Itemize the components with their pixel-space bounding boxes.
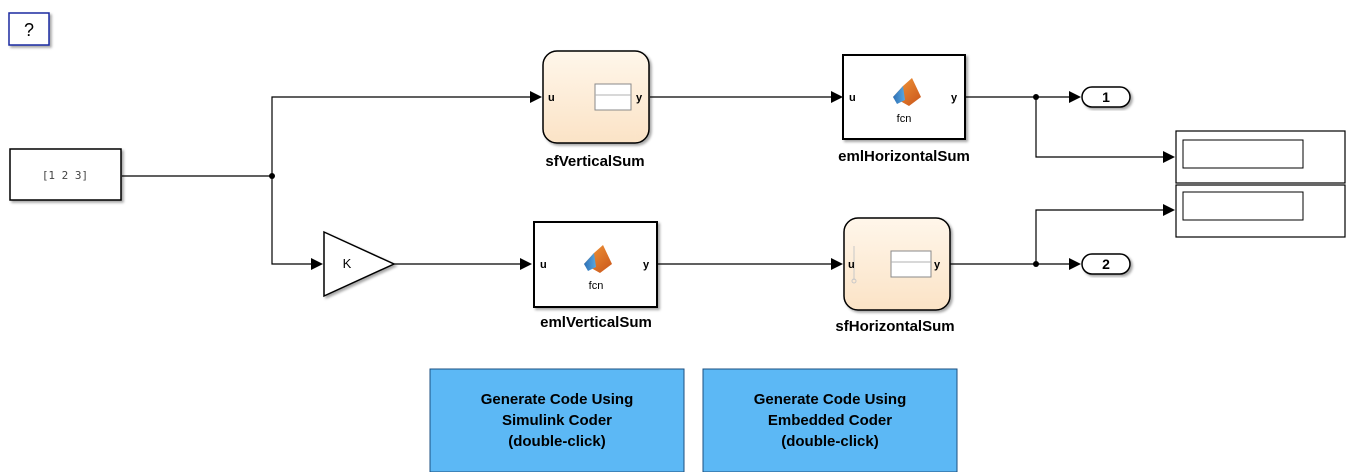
emlverticalsum-out-port: y [643,259,650,271]
display-block-2[interactable] [1175,184,1346,238]
signal-lines [122,96,1164,265]
arrowhead [1069,91,1081,103]
emlhorizontalsum-name: emlHorizontalSum [838,148,970,165]
arrowheads [311,91,1175,270]
simulink-coder-line1: Generate Code Using [481,391,634,408]
sfverticalsum-in-port: u [548,92,555,104]
emlverticalsum-block[interactable]: u y fcn [533,221,658,308]
outport-1[interactable]: 1 [1081,86,1131,108]
branch-point [269,173,275,179]
line-branch-to-sfverticalsum[interactable] [271,96,530,176]
emlverticalsum-in-port: u [540,259,547,271]
arrowhead [311,258,323,270]
sfverticalsum-block[interactable]: u y [542,50,650,144]
arrowhead [1069,258,1081,270]
sfhorizontalsum-out-port: y [934,259,941,271]
embedded-coder-line2: Embedded Coder [768,412,892,429]
embedded-coder-line3: (double-click) [781,433,879,450]
emlverticalsum-fcn-label: fcn [589,280,604,292]
sfverticalsum-name: sfVerticalSum [545,153,644,170]
arrowhead [831,91,843,103]
help-button[interactable]: ? [8,12,50,46]
branch-point [1033,261,1039,267]
embedded-coder-line1: Generate Code Using [754,391,907,408]
line-branch-to-gain[interactable] [271,176,312,265]
simulink-coder-line3: (double-click) [508,433,606,450]
sfverticalsum-out-port: y [636,92,643,104]
outport-2-number: 2 [1102,256,1110,272]
display-2-field [1182,191,1304,221]
branch-point [1033,94,1039,100]
sfhorizontalsum-in-port: u [848,259,855,271]
constant-block[interactable]: [1 2 3] [9,148,122,201]
constant-value: [1 2 3] [42,169,88,182]
display-1-field [1182,139,1304,169]
branch-points [269,94,1039,267]
outport-2[interactable]: 2 [1081,253,1131,275]
matlab-logo-icon [584,245,612,273]
emlhorizontalsum-block[interactable]: u y fcn [842,54,966,140]
generate-code-simulink-coder-button[interactable]: Generate Code Using Simulink Coder (doub… [429,368,685,472]
arrowhead [1163,151,1175,163]
simulink-coder-line2: Simulink Coder [502,412,612,429]
stateflow-chart-icon [594,83,632,111]
sfhorizontalsum-name: sfHorizontalSum [835,318,954,335]
arrowhead [831,258,843,270]
emlhorizontalsum-in-port: u [849,92,856,104]
arrowhead [520,258,532,270]
stateflow-chart-icon [851,246,932,284]
display-block-1[interactable] [1175,130,1346,184]
help-button-label: ? [24,20,34,40]
gain-block[interactable]: K [323,230,396,298]
matlab-logo-icon [893,78,921,106]
line-branch-to-display1[interactable] [1035,97,1164,158]
arrowhead [530,91,542,103]
emlverticalsum-name: emlVerticalSum [540,314,652,331]
emlhorizontalsum-out-port: y [951,92,958,104]
line-branch-to-display2[interactable] [1035,209,1164,264]
arrowhead [1163,204,1175,216]
gain-label: K [343,256,352,271]
sfhorizontalsum-block[interactable]: u y [843,217,951,311]
generate-code-embedded-coder-button[interactable]: Generate Code Using Embedded Coder (doub… [702,368,958,472]
emlhorizontalsum-fcn-label: fcn [897,113,912,125]
outport-1-number: 1 [1102,89,1110,105]
